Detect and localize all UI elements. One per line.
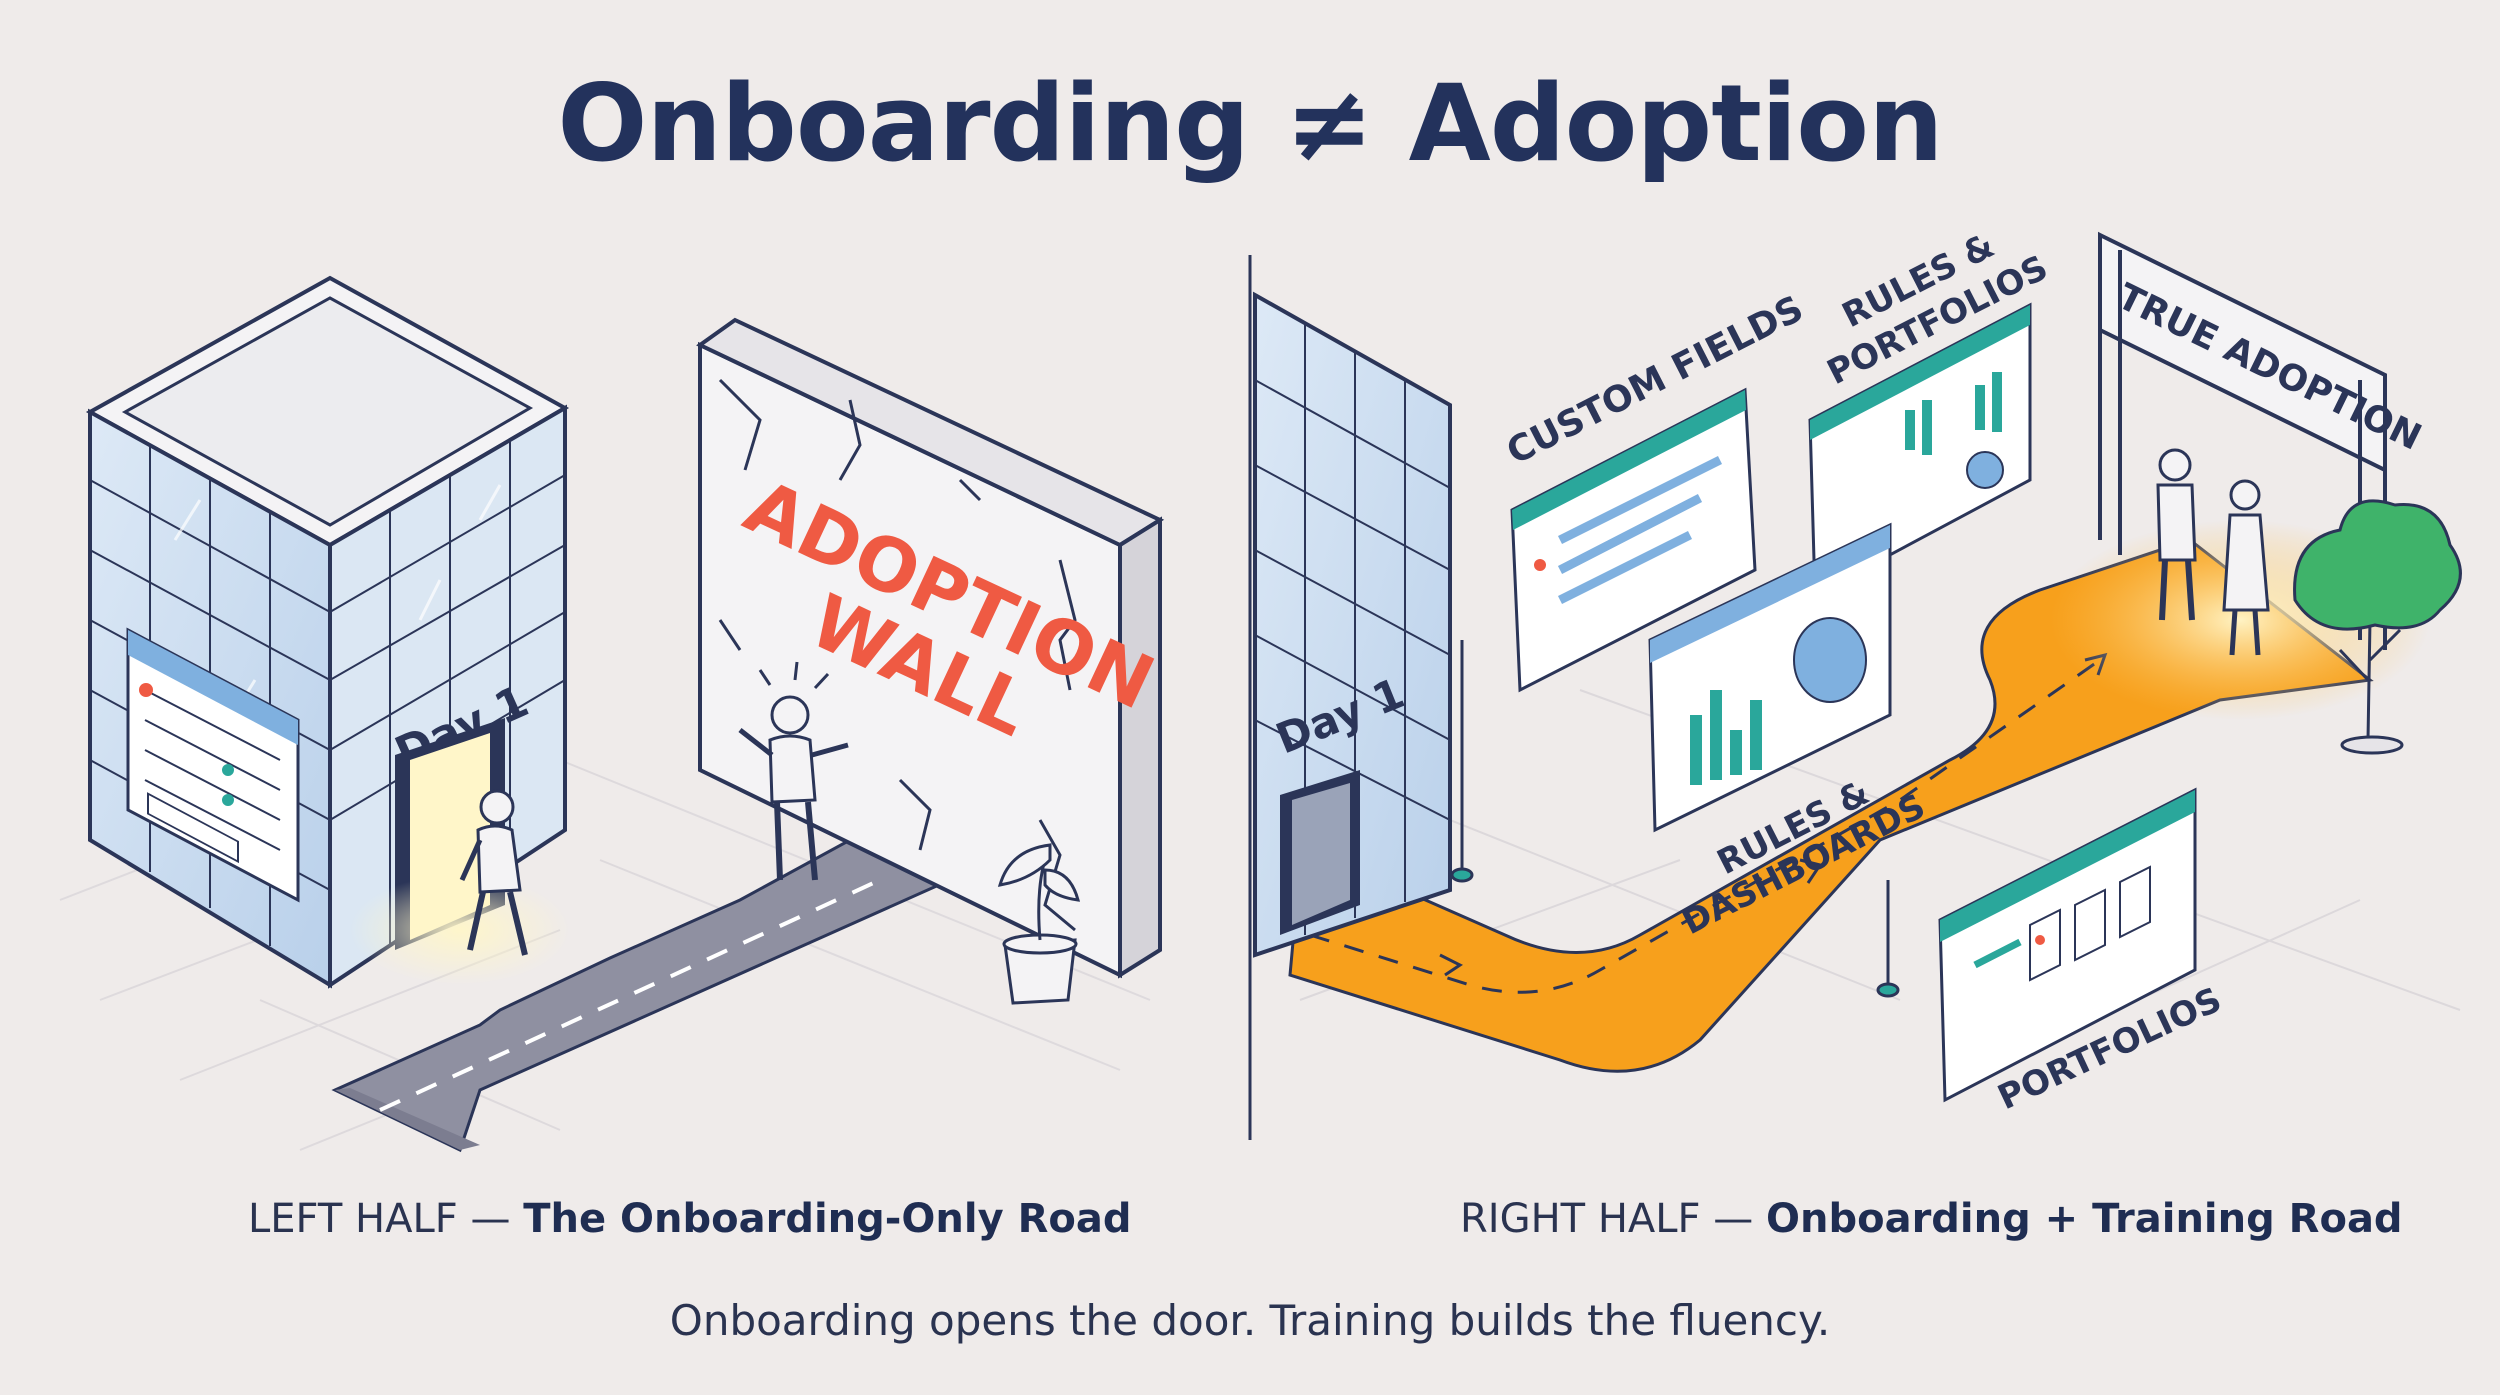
left-caption: LEFT HALF — The Onboarding-Only Road [248, 1196, 1131, 1242]
left-caption-lead: LEFT HALF — [248, 1196, 511, 1242]
lamp-posts [1450, 640, 1900, 998]
day1-building-right: Day 1 [1253, 291, 1452, 958]
tagline: Onboarding opens the door. Training buil… [669, 1296, 1831, 1345]
day1-building-left: Day 1 [85, 275, 570, 989]
celebrating-people [2156, 448, 2270, 656]
left-caption-strong: The Onboarding-Only Road [523, 1196, 1132, 1242]
ground-grid-right [1299, 689, 2461, 1081]
tree-icon [2293, 499, 2462, 755]
right-caption: RIGHT HALF — Onboarding + Training Road [1460, 1196, 2403, 1242]
frustrated-person [738, 661, 849, 881]
adoption-wall: ADOPTION WALL [696, 317, 1166, 979]
rules-portfolios-panel: RULES & PORTFOLIOS [1808, 226, 2054, 598]
orange-road [1288, 520, 2430, 1073]
true-adoption-sign: TRUE ADOPTION [2111, 276, 2427, 458]
wilted-plant-icon [997, 843, 1081, 1005]
portfolios-panel: PORTFOLIOS [1938, 787, 2228, 1118]
page-title: Onboarding ≠ Adoption [557, 62, 1943, 185]
walking-person [459, 789, 528, 956]
right-caption-strong: Onboarding + Training Road [1765, 1196, 2403, 1242]
right-caption-lead: RIGHT HALF — [1460, 1196, 1754, 1242]
